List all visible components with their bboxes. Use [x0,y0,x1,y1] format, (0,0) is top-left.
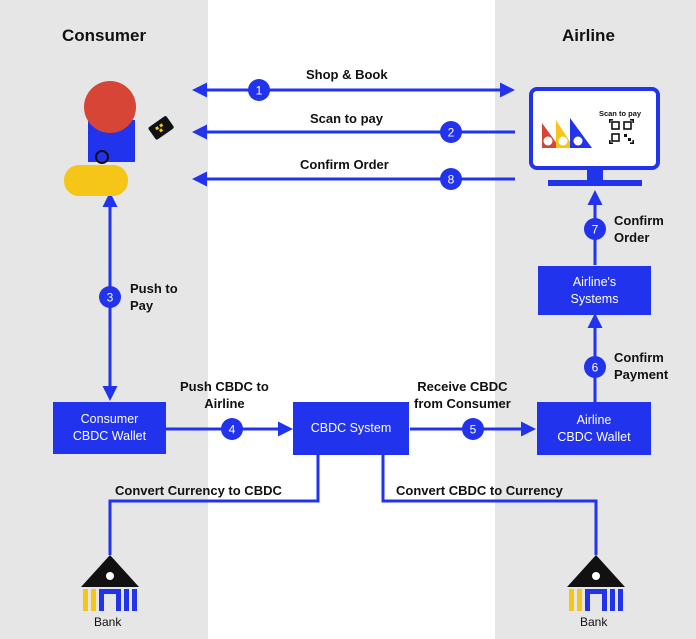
label-scan-to-pay: Scan to pay [310,111,383,126]
bank-label-left: Bank [94,615,122,629]
line-left-bank [108,455,320,555]
step-8-badge [440,168,462,190]
monitor-icon [529,87,660,186]
step-8-number: 8 [448,173,455,187]
label-convert-currency-to-cbdc: Convert Currency to CBDC [115,483,282,498]
line-right-bank [381,455,598,555]
step-5-number: 5 [470,423,477,437]
step-1-number: 1 [256,84,263,98]
consumer-figure-icon [64,81,174,196]
screen-scan-text: Scan to pay [599,109,642,118]
label-convert-cbdc-to-currency: Convert CBDC to Currency [396,483,563,498]
step-3-number: 3 [107,291,114,305]
consumer-lane-title: Consumer [62,26,147,45]
step-7-number: 7 [592,223,599,237]
step-4-badge [221,418,243,440]
step-6-number: 6 [592,361,599,375]
label-confirm-order: Confirm Order [300,157,389,172]
step-3-badge [99,286,121,308]
step-5-badge [462,418,484,440]
step-2-number: 2 [448,126,455,140]
cbdc-system: CBDC System [293,402,409,455]
step-1-badge [248,79,270,101]
qr-code-icon [609,119,634,144]
step-7-badge [584,218,606,240]
bank-label-right: Bank [580,615,608,629]
bank-icon-right [567,555,625,611]
step-6-badge [584,356,606,378]
step-2-badge [440,121,462,143]
airline-lane-title: Airline [562,26,615,45]
step-4-number: 4 [229,423,236,437]
bank-icon-left [81,555,139,611]
label-shop-book: Shop & Book [306,67,388,82]
